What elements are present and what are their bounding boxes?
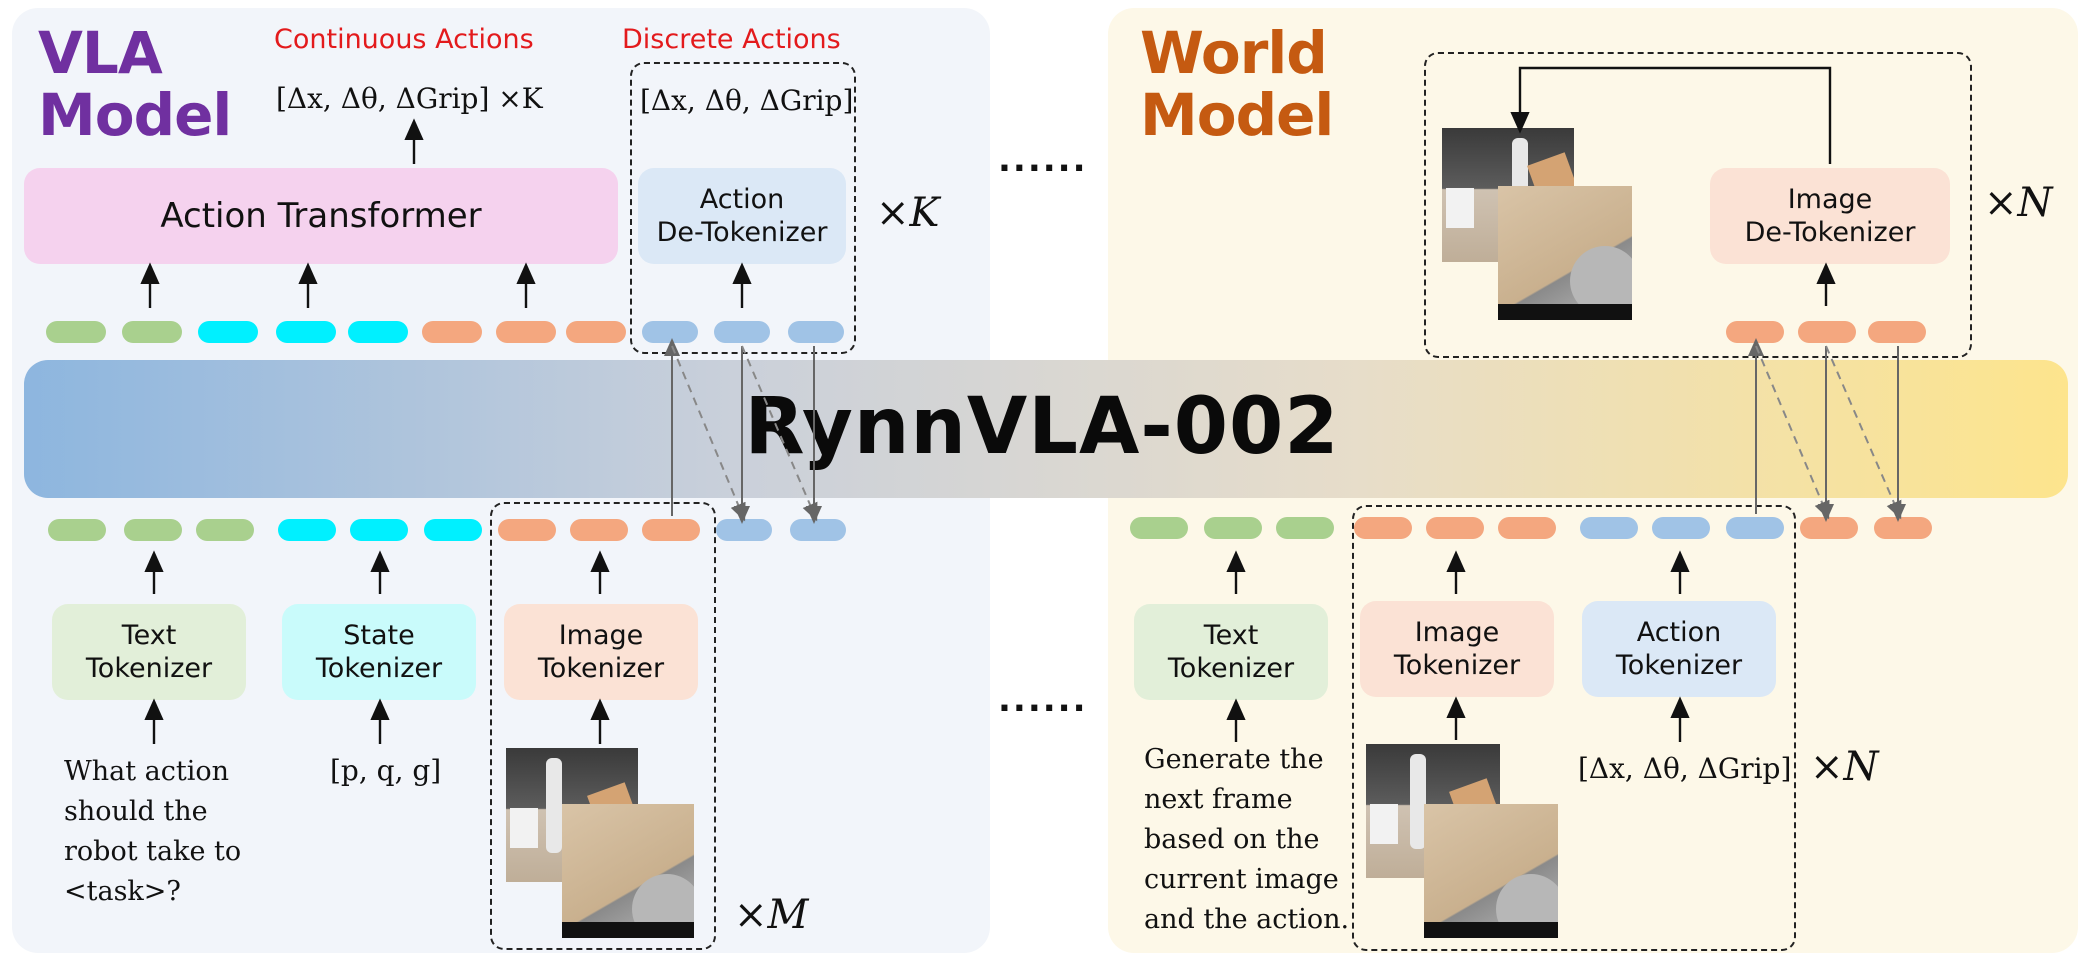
action-tokenizer-box: Action Tokenizer — [1582, 601, 1776, 697]
discrete-actions-label: Discrete Actions — [622, 24, 841, 55]
token-image-upper — [566, 321, 626, 343]
token-image-output — [1798, 321, 1856, 343]
world-text-tokenizer-box: Text Tokenizer — [1134, 604, 1328, 700]
token-image-output — [1868, 321, 1926, 343]
world-image-tokenizer-box: Image Tokenizer — [1360, 601, 1554, 697]
token-image-lower — [570, 519, 628, 541]
vla-image-region — [490, 502, 716, 950]
token-image-output — [1726, 321, 1784, 343]
token-text-lower — [196, 519, 254, 541]
robot-scene-image — [1424, 804, 1558, 938]
dashed-arrow-icon — [671, 345, 1902, 522]
token-text-upper — [122, 321, 182, 343]
token-image-world — [1498, 517, 1556, 539]
token-image-upper — [496, 321, 556, 343]
token-action-upper — [788, 321, 844, 343]
continuous-actions-label: Continuous Actions — [274, 24, 534, 55]
token-action-world — [1580, 517, 1638, 539]
banner-title: RynnVLA-002 — [744, 382, 1340, 472]
vla-model-title: VLA Model — [38, 19, 232, 149]
robot-scene-image — [562, 804, 694, 938]
token-text-upper — [46, 321, 106, 343]
robot-scene-image — [1498, 186, 1632, 320]
world-output-region — [1424, 52, 1972, 358]
repeat-n-bottom-label: ×N — [1810, 744, 1879, 790]
token-action-upper — [714, 321, 770, 343]
action-transformer-box: Action Transformer — [24, 168, 618, 264]
token-text-lower — [124, 519, 182, 541]
token-text-world — [1204, 517, 1262, 539]
image-tokenizer-box: Image Tokenizer — [504, 604, 698, 700]
token-state-upper — [348, 321, 408, 343]
token-state-upper — [276, 321, 336, 343]
token-state-upper — [198, 321, 258, 343]
world-action-input: [Δx, Δθ, ΔGrip] — [1578, 752, 1792, 785]
repeat-k-label: ×K — [876, 190, 940, 236]
token-image-placeholder — [1800, 517, 1858, 539]
token-action-placeholder — [716, 519, 772, 541]
world-text-prompt: Generate the next frame based on the cur… — [1144, 744, 1350, 935]
token-state-lower — [350, 519, 408, 541]
repeat-n-top-label: ×N — [1984, 180, 2053, 226]
ellipsis-top: ...... — [998, 140, 1088, 180]
token-action-world — [1726, 517, 1784, 539]
token-image-world — [1354, 517, 1412, 539]
attention-arrows — [664, 338, 1906, 524]
token-image-upper — [422, 321, 482, 343]
arrow-up-icon — [140, 118, 1836, 744]
world-input-region — [1352, 505, 1796, 951]
loop-arrow-icon — [1510, 66, 1832, 164]
state-input: [p, q, g] — [330, 754, 442, 787]
ellipsis-bottom: ...... — [998, 680, 1088, 720]
token-image-lower — [642, 519, 700, 541]
token-text-world — [1130, 517, 1188, 539]
token-text-lower — [48, 519, 106, 541]
token-image-world — [1426, 517, 1484, 539]
token-action-world — [1652, 517, 1710, 539]
action-detokenizer-box: Action De-Tokenizer — [638, 168, 846, 264]
token-text-world — [1276, 517, 1334, 539]
vla-text-prompt: What action should the robot take to <ta… — [64, 756, 242, 907]
rynnvla-banner — [24, 360, 2068, 498]
state-tokenizer-box: State Tokenizer — [282, 604, 476, 700]
continuous-action-output: [Δx, Δθ, ΔGrip] ×K — [276, 82, 543, 115]
token-image-placeholder — [1874, 517, 1932, 539]
discrete-action-output: [Δx, Δθ, ΔGrip] — [640, 84, 854, 117]
image-detokenizer-box: Image De-Tokenizer — [1710, 168, 1950, 264]
token-image-lower — [498, 519, 556, 541]
world-model-title: World Model — [1140, 19, 1334, 149]
token-state-lower — [424, 519, 482, 541]
token-state-lower — [278, 519, 336, 541]
token-action-placeholder — [790, 519, 846, 541]
token-action-upper — [642, 321, 698, 343]
text-tokenizer-box: Text Tokenizer — [52, 604, 246, 700]
repeat-m-label: ×M — [734, 892, 809, 938]
